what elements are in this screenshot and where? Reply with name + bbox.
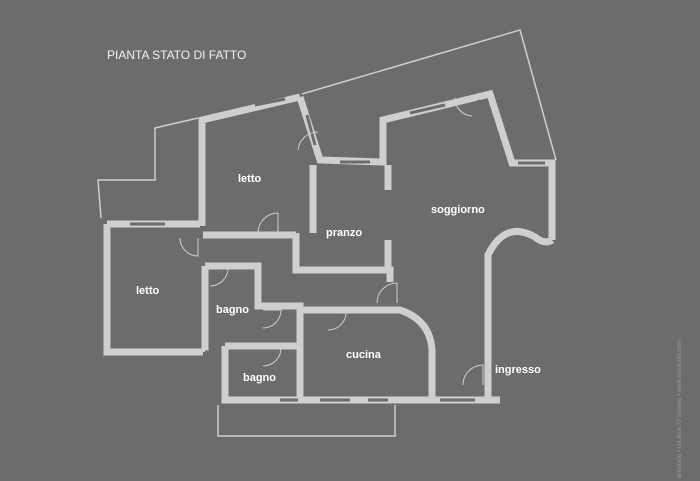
- windows: [130, 97, 545, 402]
- door-swings: [179, 97, 484, 386]
- room-label-pranzo: pranzo: [326, 227, 363, 239]
- studio-credit: arkstudio • via arce 70 salerno • www.ar…: [677, 340, 683, 478]
- room-label-letto-top: letto: [238, 173, 262, 185]
- walls: [103, 89, 556, 404]
- plan-title: PIANTA STATO DI FATTO: [107, 48, 247, 62]
- room-label-cucina: cucina: [346, 349, 381, 361]
- room-label-bagno-2: bagno: [243, 372, 276, 384]
- room-label-letto-left: letto: [136, 285, 160, 297]
- balcony-outlines: [97, 29, 557, 437]
- room-label-ingresso: ingresso: [495, 364, 541, 376]
- room-label-bagno-1: bagno: [216, 304, 249, 316]
- room-label-soggiorno: soggiorno: [431, 204, 485, 216]
